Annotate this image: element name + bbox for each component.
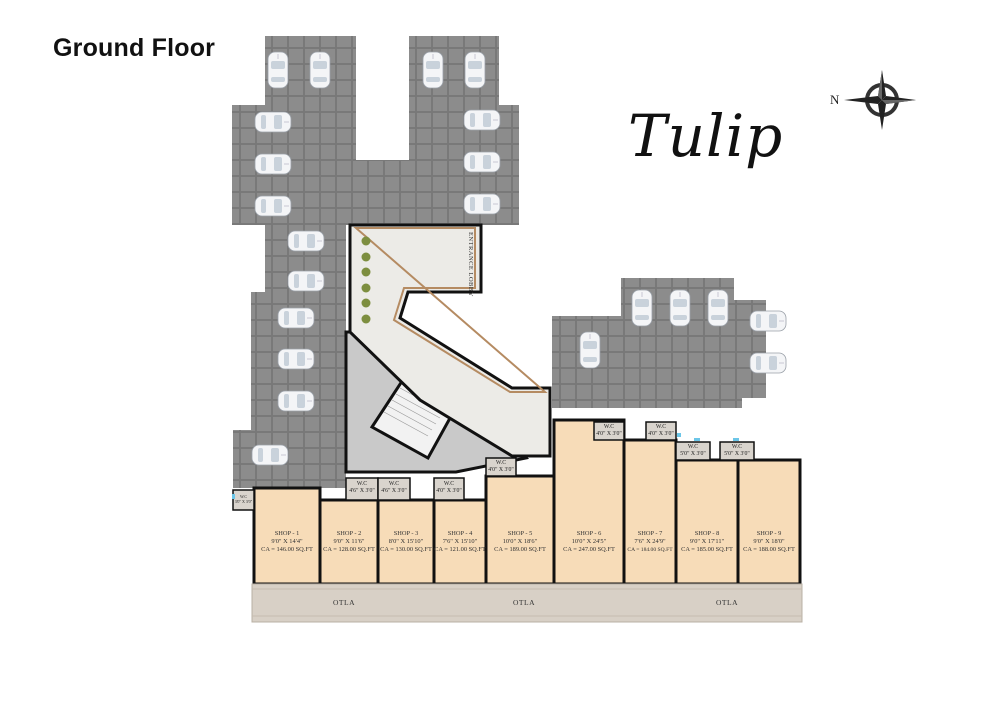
wc-label: W.C 5'0" X 3'0" [720, 444, 754, 457]
entrance-lobby [348, 223, 552, 458]
otla-label: OTLA [333, 598, 355, 607]
wc-name: W.C [443, 481, 455, 487]
wc-label: W.C 4'0" X 3'0" [486, 460, 516, 473]
shop-9-room [736, 458, 802, 586]
wc-label: W.C 4'0" X 3'0" [646, 424, 676, 437]
shop-name: SHOP - 2 [336, 530, 362, 537]
shop-label: SHOP - 3 8'0" X 15'10" CA = 130.00 SQ.FT [378, 530, 434, 554]
shop-2-room [318, 498, 380, 586]
plan-title: Ground Floor [53, 34, 216, 62]
wc-label: W.C 5'0" X 3'0" [676, 444, 710, 457]
brand-logo-text: Tulip [628, 102, 784, 170]
shop-area: CA = 247.00 SQ.FT [563, 546, 615, 553]
wc-size: 4'0" X 3'0" [596, 430, 622, 437]
shop-size: 9'0" X 17'11" [689, 538, 725, 545]
wc-label: W.C 4'0" X 3'0" [434, 481, 464, 494]
shop-area: CA = 146.00 SQ.FT [261, 546, 313, 553]
wc-size: 4'0" X 3'0" [488, 466, 514, 473]
otla-label: OTLA [716, 598, 738, 607]
wc-name: W.C [731, 444, 743, 450]
lobby-planters [361, 236, 371, 324]
wc-size: 4'6" X 3'0" [381, 487, 407, 494]
wc-size: 4'0" X 3'0" [648, 430, 674, 437]
shop-name: SHOP - 9 [756, 530, 782, 537]
shop-label: SHOP - 6 10'0" X 24'5" CA = 247.00 SQ.FT [554, 530, 624, 554]
shop-size: 8'0" X 15'10" [388, 538, 424, 545]
shop-name: SHOP - 4 [447, 530, 473, 537]
otla-label: OTLA [513, 598, 535, 607]
shop-name: SHOP - 5 [507, 530, 533, 537]
shop-area: CA = 121.00 SQ.FT [434, 546, 486, 553]
shop-area: CA = 128.00 SQ.FT [323, 546, 375, 553]
wc-label: W.C 4'6" X 3'0" [378, 481, 410, 494]
shop-name: SHOP - 3 [393, 530, 419, 537]
shop-size: 10'0" X 24'5" [571, 538, 607, 545]
shop-6-room [552, 418, 626, 586]
wc-blocks [232, 421, 755, 511]
shop-area: CA = 130.00 SQ.FT [380, 546, 432, 553]
wc-size: 4'0" X 3'0" [436, 487, 462, 494]
shop-size: 7'6" X 15'10" [442, 538, 478, 545]
shop-name: SHOP - 7 [637, 530, 663, 537]
wc-name: W.C [687, 444, 699, 450]
shop-size: 9'0" X 14'4" [271, 538, 303, 545]
wc-name: W.C [603, 424, 615, 430]
shop-8-room [674, 458, 740, 586]
shop-label: SHOP - 4 7'6" X 15'10" CA = 121.00 SQ.FT [434, 530, 486, 554]
shop-3-room [376, 498, 436, 586]
wc-name: W.C [655, 424, 667, 430]
shop-label: SHOP - 1 9'0" X 14'4" CA = 146.00 SQ.FT [256, 530, 318, 554]
shop-size: 7'6" X 24'9" [634, 538, 666, 545]
shop-area: CA = 184.00 SQ.FT [627, 547, 673, 553]
shop-area: CA = 185.00 SQ.FT [681, 546, 733, 553]
shop-label: SHOP - 8 9'0" X 17'11" CA = 185.00 SQ.FT [676, 530, 738, 554]
north-label: N [830, 92, 840, 107]
wc-size: 4'6" X 3'0" [349, 487, 375, 494]
wc-size: 5'0" X 3'0" [724, 450, 750, 457]
entrance-lobby-label: ENTRANCE LOBBY [467, 232, 474, 297]
shop-label: SHOP - 2 9'0" X 11'6" CA = 128.00 SQ.FT [320, 530, 378, 554]
shop-size: 9'0" X 11'6" [333, 538, 365, 545]
shop-name: SHOP - 8 [694, 530, 720, 537]
shop-size: 9'0" X 18'0" [753, 538, 785, 545]
shop-7-room [622, 438, 678, 586]
shop-label: SHOP - 9 9'0" X 18'0" CA = 188.00 SQ.FT [738, 530, 800, 554]
compass-rose-icon: N [830, 68, 916, 134]
shop-area: CA = 188.00 SQ.FT [743, 546, 795, 553]
shop-label: SHOP - 5 10'0" X 18'6" CA = 189.00 SQ.FT [486, 530, 554, 554]
wc-name: W.C [495, 460, 507, 466]
shop-name: SHOP - 6 [576, 530, 602, 537]
wc-label: W.C 3'0" X 3'0" [233, 494, 254, 504]
shop-name: SHOP - 1 [274, 530, 300, 537]
wc-name: W.C [356, 481, 368, 487]
wc-size: 3'0" X 3'0" [234, 499, 253, 504]
wc-size: 5'0" X 3'0" [680, 450, 706, 457]
shop-size: 10'0" X 18'6" [502, 538, 538, 545]
shop-label: SHOP - 7 7'6" X 24'9" CA = 184.00 SQ.FT [624, 530, 676, 554]
wc-label: W.C 4'6" X 3'0" [346, 481, 378, 494]
wc-name: W.C [388, 481, 400, 487]
wc-name: W.C [239, 494, 248, 499]
shop-area: CA = 189.00 SQ.FT [494, 546, 546, 553]
wc-windows [232, 433, 739, 499]
wc-label: W.C 4'0" X 3'0" [594, 424, 624, 437]
